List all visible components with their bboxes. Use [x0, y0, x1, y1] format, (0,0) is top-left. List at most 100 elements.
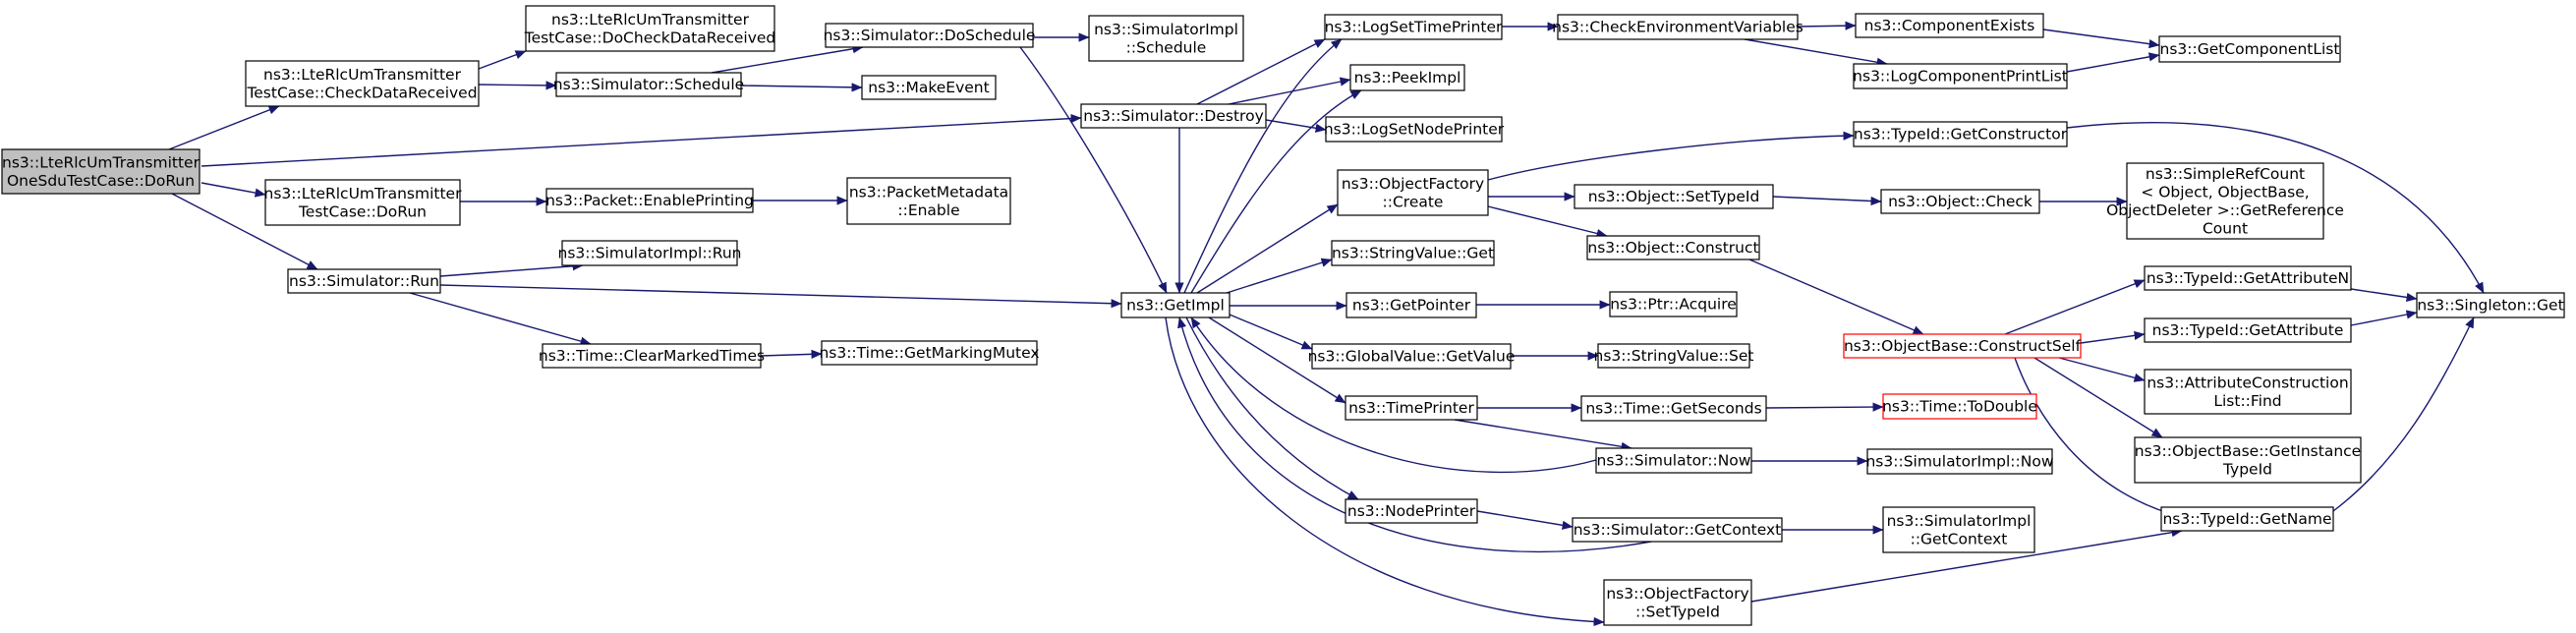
node-sim-doschedule[interactable]: ns3::Simulator::DoSchedule [824, 23, 1036, 48]
node-box [1080, 103, 1267, 129]
node-dorun-root[interactable]: ns3::LteRlcUmTransmitterOneSduTestCase::… [1, 148, 200, 195]
node-make-event[interactable]: ns3::MakeEvent [861, 75, 997, 100]
node-box [2134, 436, 2362, 484]
call-edge-dorun_root-to-tc_dorun [200, 182, 266, 198]
node-do-check-data-received[interactable]: ns3::LteRlcUmTransmitterTestCase::DoChec… [524, 5, 776, 52]
node-simplerefcount[interactable]: ns3::SimpleRefCount< Object, ObjectBase,… [2106, 162, 2344, 240]
node-simimpl-run[interactable]: ns3::SimulatorImpl::Run [558, 240, 742, 266]
node-getcomponentlist[interactable]: ns3::GetComponentList [2158, 35, 2341, 63]
node-box [1586, 235, 1760, 260]
call-edge-sim_destroy-to-logsetnodeprinter [1265, 119, 1327, 133]
node-sim-destroy[interactable]: ns3::Simulator::Destroy [1080, 103, 1267, 129]
node-label-line: ns3::PacketMetadata [849, 183, 1008, 201]
node-timeprinter[interactable]: ns3::TimePrinter [1345, 395, 1478, 421]
node-label-line: List::Find [2213, 392, 2281, 410]
node-time-getseconds[interactable]: ns3::Time::GetSeconds [1580, 395, 1767, 422]
call-edge-sim_destroy-to-peekimpl [1228, 77, 1351, 105]
node-simimpl-schedule[interactable]: ns3::SimulatorImpl::Schedule [1088, 15, 1244, 62]
node-peekimpl[interactable]: ns3::PeekImpl [1349, 64, 1465, 91]
call-edge-getimpl-to-stringvalue_get [1226, 258, 1333, 294]
call-edge-checkenvvars-to-logcomponentprintlist [1744, 38, 1888, 67]
node-label-line: ns3::Simulator::Destroy [1083, 107, 1264, 125]
node-object-construct[interactable]: ns3::Object::Construct [1586, 235, 1760, 260]
node-globalvalue-getvalue[interactable]: ns3::GlobalValue::GetValue [1308, 343, 1516, 370]
node-box [264, 179, 461, 226]
node-packetmeta-enable[interactable]: ns3::PacketMetadata::Enable [846, 177, 1011, 225]
call-edge-sim_doschedule-to-getimpl [1019, 46, 1168, 294]
node-label-line: ns3::ComponentExists [1864, 17, 2035, 34]
call-edge-getimpl-to-objfactory_settypeid [1165, 316, 1605, 627]
node-label-line: ObjectDeleter >::GetReference [2106, 201, 2344, 219]
node-sim-now[interactable]: ns3::Simulator::Now [1595, 447, 1752, 474]
node-time-clearmarked[interactable]: ns3::Time::ClearMarkedTimes [539, 343, 765, 369]
node-objfactory-create[interactable]: ns3::ObjectFactory::Create [1337, 169, 1489, 216]
node-logcomponentprintlist[interactable]: ns3::LogComponentPrintList [1853, 63, 2068, 89]
node-nodeprinter[interactable]: ns3::NodePrinter [1345, 498, 1478, 524]
node-logsettimeprinter[interactable]: ns3::LogSetTimePrinter [1324, 14, 1503, 40]
node-logsetnodeprinter[interactable]: ns3::LogSetNodePrinter [1324, 116, 1505, 143]
node-box [2160, 506, 2334, 532]
call-edge-getimpl-to-globalvalue_getvalue [1229, 314, 1313, 350]
node-singleton-get[interactable]: ns3::Singleton::Get [2416, 292, 2565, 318]
node-box [1882, 506, 2035, 553]
call-edge-getimpl-to-objfactory_create [1196, 203, 1339, 294]
node-typeid-getattributen[interactable]: ns3::TypeId::GetAttributeN [2144, 265, 2352, 291]
node-typeid-getconstructor[interactable]: ns3::TypeId::GetConstructor [1853, 121, 2068, 147]
node-label-line: ns3::StringValue::Set [1594, 347, 1754, 365]
call-edge-checkenvvars-to-componentexists [1797, 21, 1857, 30]
node-label-line: ns3::Simulator::Now [1597, 452, 1751, 470]
call-edge-getimpl-to-peekimpl [1190, 89, 1362, 294]
node-simimpl-getcontext[interactable]: ns3::SimulatorImpl::GetContext [1882, 506, 2035, 553]
node-label-line: ns3::SimulatorImpl::Run [558, 245, 742, 262]
node-typeid-getname[interactable]: ns3::TypeId::GetName [2160, 506, 2334, 532]
node-label-line: ns3::Simulator::Schedule [553, 76, 744, 93]
node-getpointer[interactable]: ns3::GetPointer [1345, 292, 1477, 318]
node-box [1349, 64, 1465, 91]
call-edge-getimpl-to-timeprinter [1208, 316, 1346, 404]
node-packet-enable-printing[interactable]: ns3::Packet::EnablePrinting [545, 188, 754, 213]
node-box [1345, 498, 1478, 524]
node-box [1557, 14, 1799, 40]
node-objfactory-settypeid[interactable]: ns3::ObjectFactory::SetTypeId [1603, 579, 1752, 626]
node-label-line: ns3::MakeEvent [868, 79, 989, 96]
node-time-getmarkingmutex[interactable]: ns3::Time::GetMarkingMutex [819, 340, 1040, 366]
node-label-line: ns3::TypeId::GetAttribute [2152, 321, 2344, 339]
node-sim-getcontext[interactable]: ns3::Simulator::GetContext [1572, 517, 1783, 543]
node-stringvalue-get[interactable]: ns3::StringValue::Get [1331, 240, 1495, 266]
node-object-check[interactable]: ns3::Object::Check [1880, 189, 2040, 214]
node-check-data-received[interactable]: ns3::LteRlcUmTransmitterTestCase::CheckD… [245, 60, 480, 107]
node-ptr-acquire[interactable]: ns3::Ptr::Acquire [1609, 291, 1738, 317]
node-sim-schedule[interactable]: ns3::Simulator::Schedule [553, 72, 744, 97]
node-simimpl-now[interactable]: ns3::SimulatorImpl::Now [1865, 448, 2054, 475]
node-label-line: ns3::Simulator::GetContext [1574, 521, 1782, 539]
node-label-line: ns3::TypeId::GetConstructor [1854, 126, 2068, 144]
node-sim-run[interactable]: ns3::Simulator::Run [287, 268, 441, 294]
node-label-line: ns3::Singleton::Get [2417, 297, 2563, 315]
node-getimpl[interactable]: ns3::GetImpl [1120, 292, 1231, 318]
node-stringvalue-set[interactable]: ns3::StringValue::Set [1594, 343, 1754, 369]
node-objectbase-constructself[interactable]: ns3::ObjectBase::ConstructSelf [1843, 333, 2082, 359]
node-label-line: ns3::Object::SetTypeId [1588, 188, 1760, 205]
node-label-line: ns3::LogSetNodePrinter [1324, 121, 1505, 139]
node-label-line: ns3::TimePrinter [1348, 399, 1474, 417]
call-edge-typeid_getattribute-to-singleton_get [2350, 310, 2418, 326]
node-object-settypeid[interactable]: ns3::Object::SetTypeId [1574, 184, 1774, 209]
node-label-line: ns3::Simulator::Run [289, 272, 439, 290]
node-box [1120, 292, 1231, 318]
call-edge-check_data_received-to-sim_schedule [478, 81, 557, 90]
node-label-line: ns3::SimulatorImpl [1887, 512, 2032, 530]
call-edge-check_data_received-to-do_check_data_received [478, 50, 527, 70]
node-checkenvvars[interactable]: ns3::CheckEnvironmentVariables [1552, 14, 1803, 40]
node-typeid-getattribute[interactable]: ns3::TypeId::GetAttribute [2144, 317, 2352, 343]
node-time-todouble[interactable]: ns3::Time::ToDouble [1882, 393, 2037, 420]
node-box [846, 177, 1011, 225]
node-componentexists[interactable]: ns3::ComponentExists [1855, 13, 2044, 38]
node-box [2416, 292, 2565, 318]
node-box [2144, 265, 2352, 291]
node-box [1345, 395, 1478, 421]
node-label-line: ns3::Object::Check [1888, 193, 2032, 210]
node-box [2126, 162, 2324, 240]
